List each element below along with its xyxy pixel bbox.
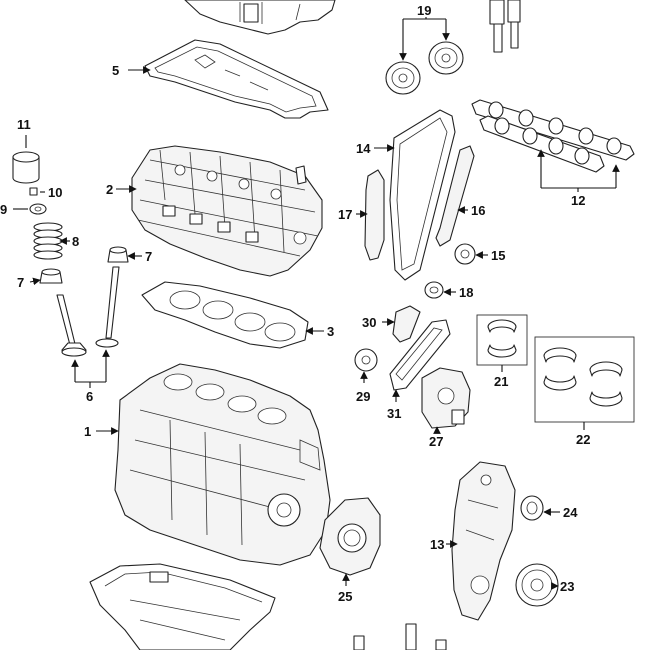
callout-24: 24 [563, 505, 578, 520]
callout-9: 9 [0, 202, 7, 217]
callout-7-right: 7 [145, 249, 152, 264]
callout-7-left: 7 [17, 275, 24, 290]
callout-31: 31 [387, 406, 401, 421]
oil-control-solenoid [489, 0, 521, 53]
timing-chain [389, 109, 456, 281]
callout-10: 10 [48, 185, 62, 200]
callout-22: 22 [576, 432, 590, 447]
valve-cover-gasket [144, 39, 329, 119]
oil-pump-sprocket [354, 348, 378, 372]
callout-29: 29 [356, 389, 370, 404]
callout-11: 11 [17, 117, 31, 132]
head-gasket [141, 281, 309, 349]
valve-spring [33, 222, 63, 260]
callout-23: 23 [560, 579, 574, 594]
oil-filter [12, 151, 40, 184]
camshaft-phaser-left [385, 61, 421, 95]
front-crank-seal [424, 281, 444, 299]
valve-cover [184, 0, 336, 35]
oil-pump [421, 367, 471, 429]
exhaust-valve [95, 266, 120, 348]
callout-8: 8 [72, 234, 79, 249]
drain-plug [29, 187, 38, 196]
callout-12: 12 [571, 193, 585, 208]
callout-16: 16 [471, 203, 485, 218]
valve-retainer-right [107, 246, 129, 263]
exhaust-camshaft [479, 115, 605, 173]
timing-cover [451, 461, 516, 621]
rear-main-seal [319, 497, 381, 576]
callout-2: 2 [106, 182, 113, 197]
callout-27: 27 [429, 434, 443, 449]
callout-17: 17 [338, 207, 352, 222]
timing-chain-guide [435, 145, 475, 247]
connecting-rod-bearings [476, 314, 528, 366]
callout-6: 6 [86, 389, 93, 404]
callout-25: 25 [338, 589, 352, 604]
callout-1: 1 [84, 424, 91, 439]
callout-13: 13 [430, 537, 444, 552]
front-cover-seal [520, 495, 544, 521]
intake-valve [56, 294, 87, 357]
leader-lines [13, 17, 620, 590]
callout-19: 19 [417, 3, 431, 18]
callout-3: 3 [327, 324, 334, 339]
timing-chain-tensioner-arm [364, 169, 385, 261]
callout-14: 14 [356, 141, 371, 156]
valve-retainer-left [39, 268, 63, 284]
oil-pan [89, 563, 276, 650]
callout-5: 5 [112, 63, 119, 78]
cylinder-head [131, 145, 323, 277]
oil-pump-chain-tensioner [392, 305, 421, 343]
callout-15: 15 [491, 248, 505, 263]
callout-21: 21 [494, 374, 508, 389]
crankshaft-main-bearings [534, 336, 635, 423]
engine-block [114, 363, 331, 566]
callout-30: 30 [362, 315, 376, 330]
crankshaft-sprocket [454, 243, 476, 265]
crankshaft-pulley [515, 563, 559, 607]
bottom-bolts [353, 623, 447, 650]
callout-18: 18 [459, 285, 473, 300]
callout-labels: 5 11 2 10 9 8 7 7 3 6 1 19 12 14 17 16 1… [0, 3, 590, 604]
valve-spring-seat [29, 203, 47, 215]
camshaft-phaser-right [428, 41, 464, 75]
intake-camshaft [471, 99, 635, 161]
